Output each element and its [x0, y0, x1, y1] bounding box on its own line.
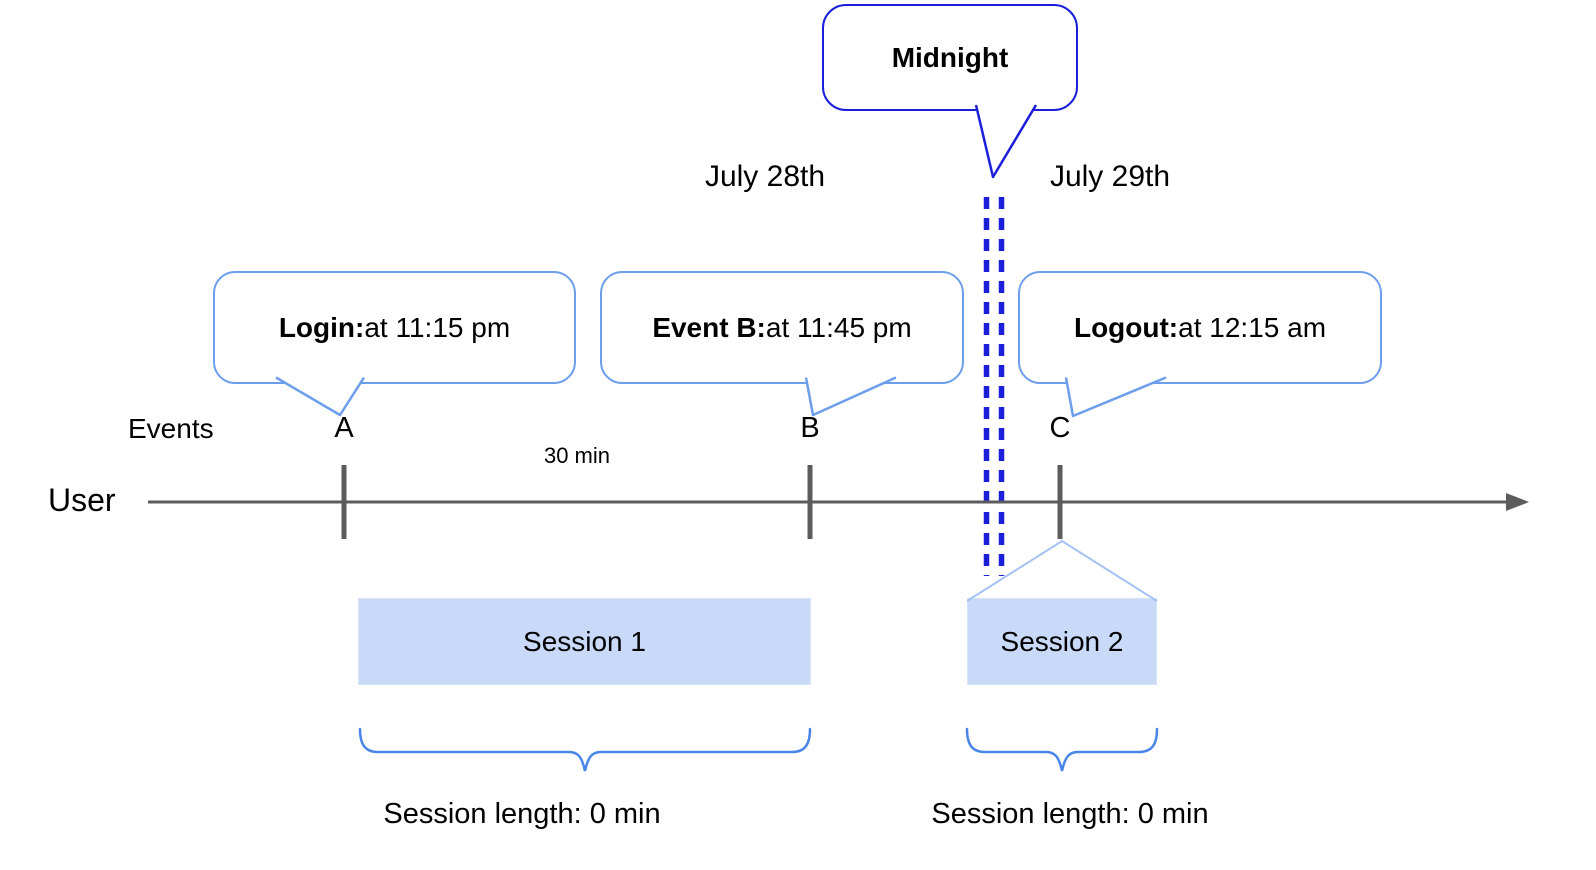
login-callout-detail: at 11:15 pm [364, 311, 511, 343]
tick-label-c: C [1049, 412, 1071, 444]
events-row-label: Events [128, 413, 214, 444]
session-1-brace [358, 727, 812, 772]
interval-label-30-min: 30 min [543, 443, 611, 468]
logout-callout-detail: at 12:15 am [1178, 311, 1327, 343]
login-callout-label: Login: [278, 311, 365, 343]
date-label-july-29: July 29th [1049, 160, 1171, 193]
midnight-callout-text: Midnight [891, 41, 1009, 73]
session-2-brace [965, 727, 1159, 772]
timeline-arrowhead-icon [1506, 493, 1529, 511]
event-b-callout: Event B: at 11:45 pm [600, 271, 964, 384]
event-b-callout-label: Event B: [652, 311, 766, 343]
login-callout: Login: at 11:15 pm [213, 271, 576, 384]
session-1-box: Session 1 [358, 598, 811, 685]
tick-label-b: B [800, 412, 820, 444]
session-1-label: Session 1 [523, 625, 646, 657]
session-2-box: Session 2 [967, 598, 1157, 685]
midnight-callout: Midnight [822, 4, 1078, 111]
tick-label-a: A [334, 412, 354, 444]
logout-callout: Logout: at 12:15 am [1018, 271, 1382, 384]
logout-callout-label: Logout: [1073, 311, 1179, 343]
session-2-length-label: Session length: 0 min [931, 798, 1209, 830]
date-label-july-28: July 28th [704, 160, 826, 193]
user-row-label: User [48, 482, 116, 518]
session-1-length-label: Session length: 0 min [383, 798, 661, 830]
session-2-label: Session 2 [1000, 625, 1124, 657]
event-b-callout-detail: at 11:45 pm [765, 311, 912, 343]
event-c-session-2-connector [966, 539, 1158, 602]
